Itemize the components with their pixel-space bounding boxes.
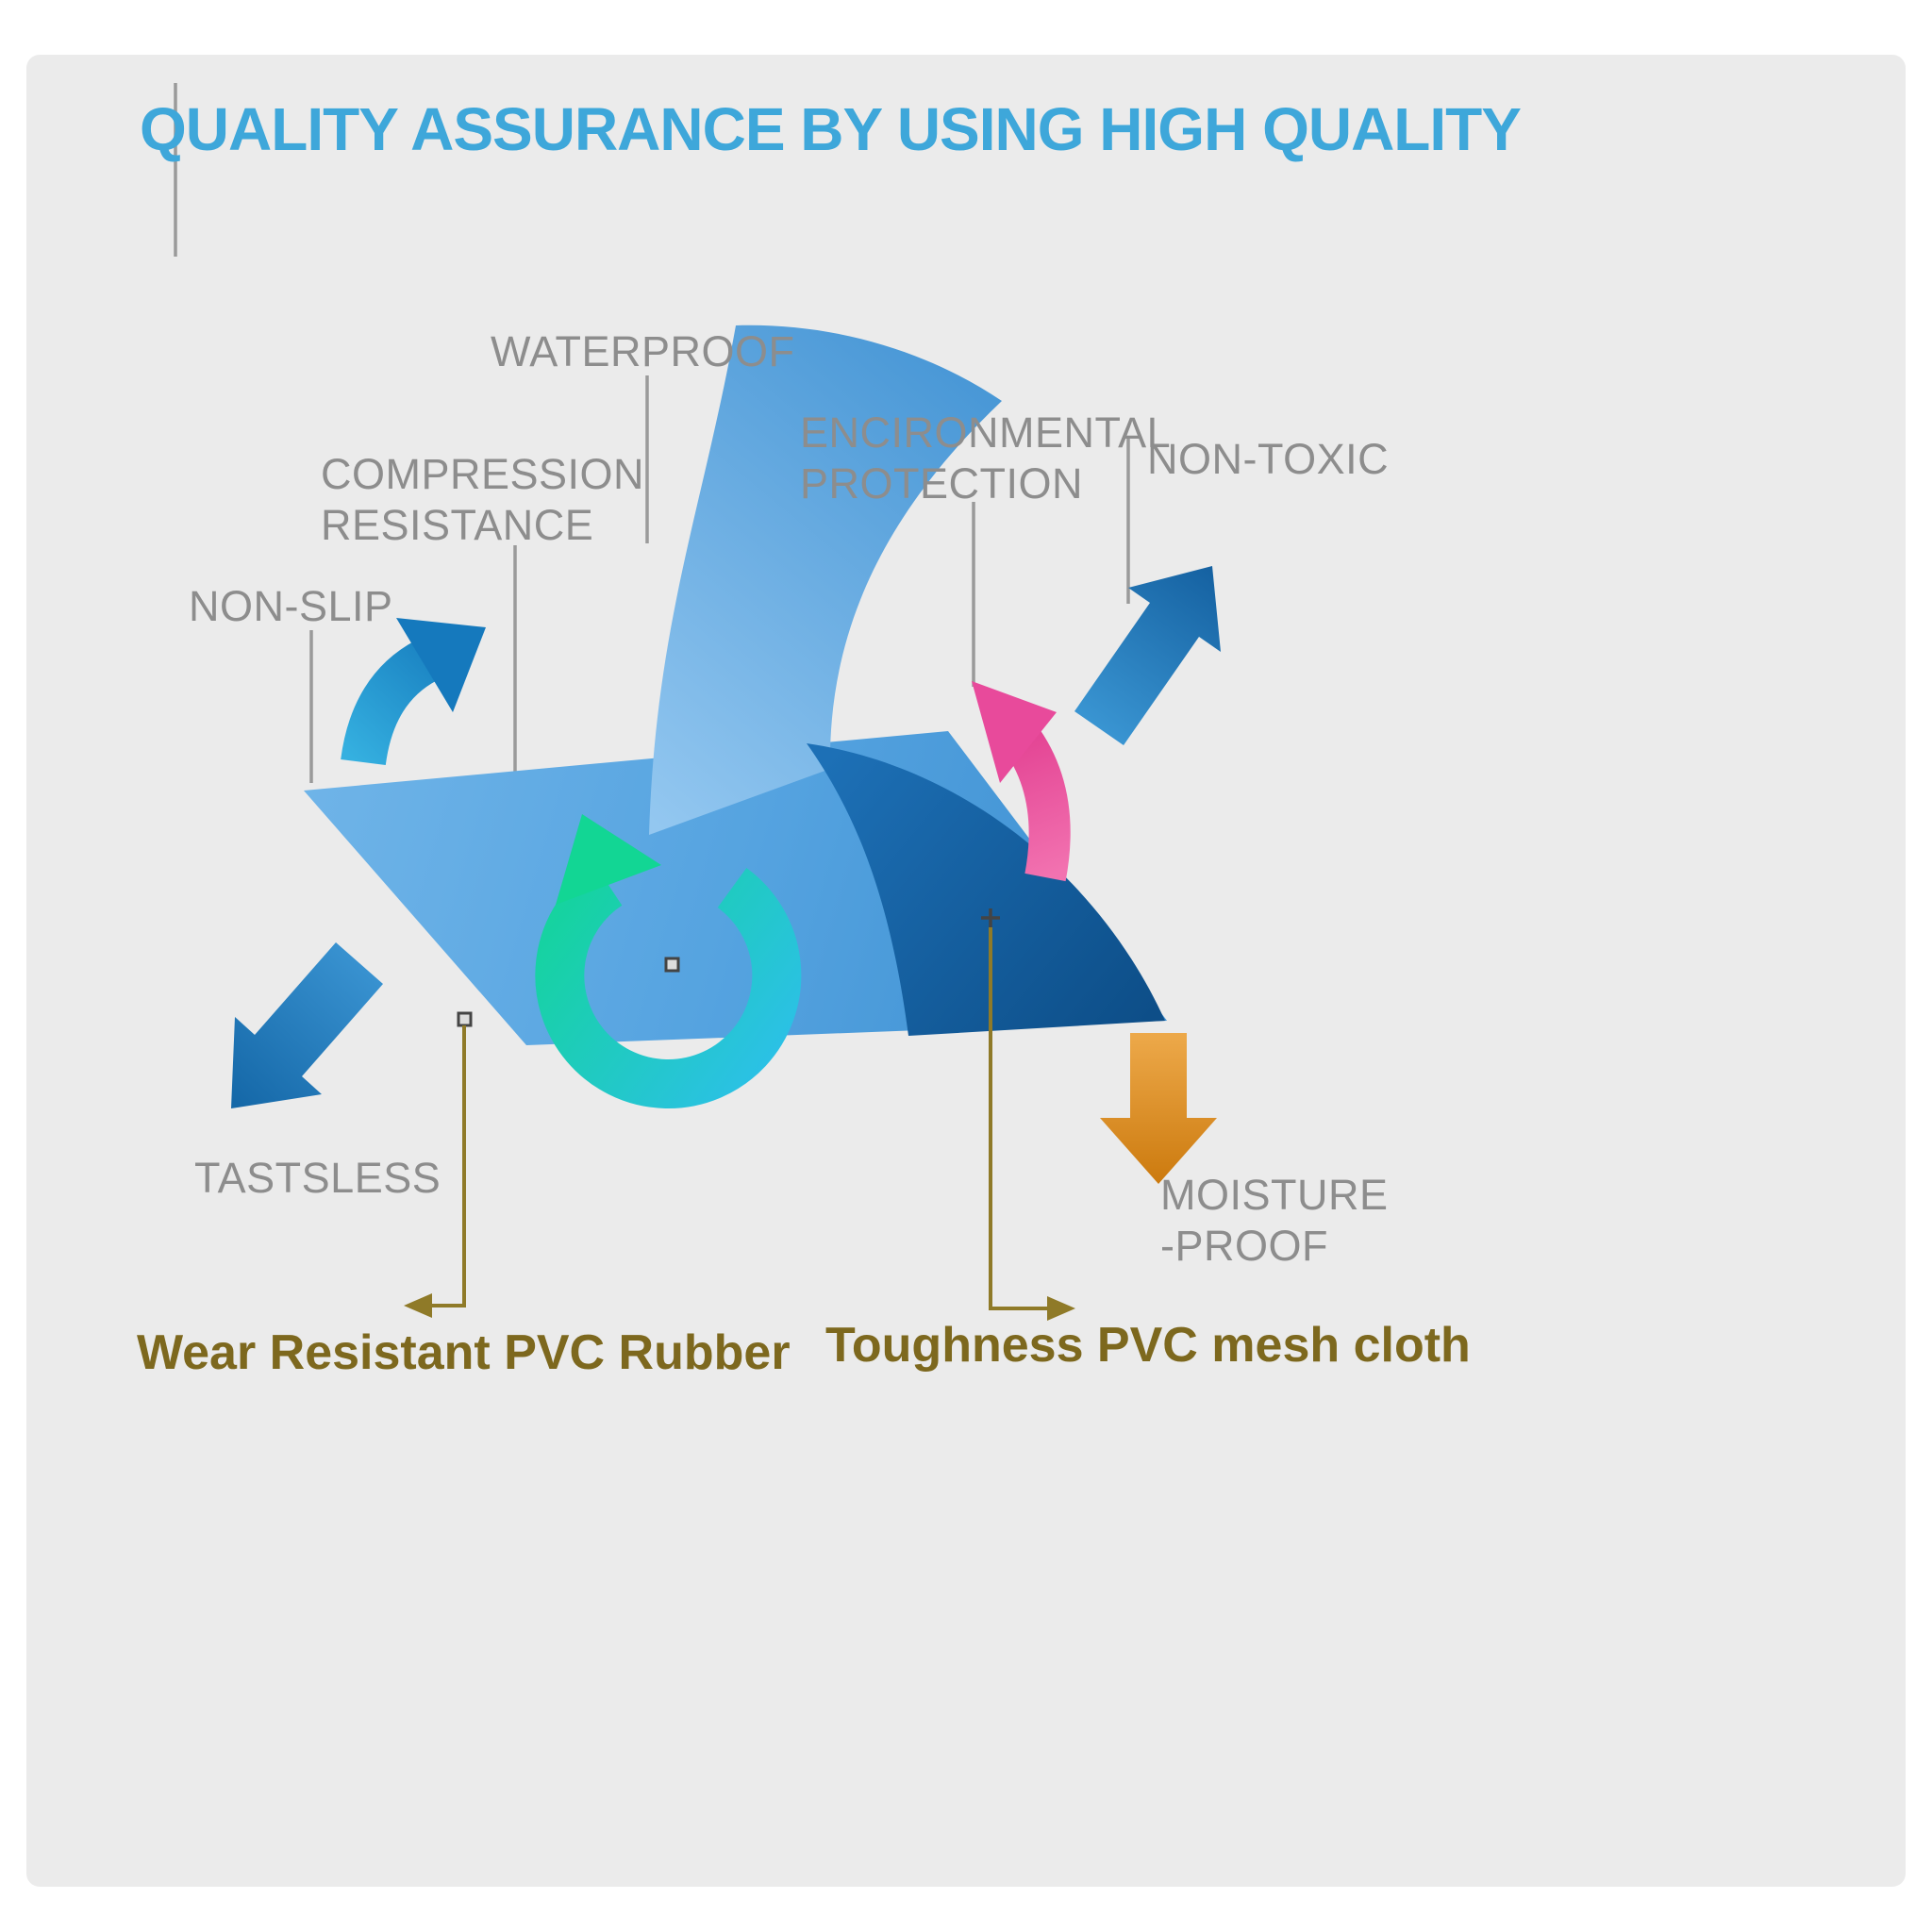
moisture-arrow <box>1100 1033 1217 1184</box>
label-non-toxic-text: NON-TOXIC <box>1147 435 1390 483</box>
label-waterproof: WATERPROOF <box>491 326 794 377</box>
feature-leader-lines <box>174 83 1130 789</box>
label-compression-resistance: COMPRESSION RESISTANCE <box>321 449 644 551</box>
non-toxic-arrow <box>1074 566 1221 745</box>
page-title: QUALITY ASSURANCE BY USING HIGH QUALITY <box>140 95 1522 163</box>
label-compression-line2: RESISTANCE <box>321 501 594 549</box>
leader-line-left <box>404 1025 466 1318</box>
label-non-slip: NON-SLIP <box>189 581 393 632</box>
mat-underside-graphic <box>807 743 1165 1036</box>
label-environmental-line2: PROTECTION <box>800 459 1084 508</box>
label-non-slip-text: NON-SLIP <box>189 582 393 630</box>
label-environmental-protection: ENCIRONMENTAL PROTECTION <box>800 408 1171 509</box>
rotation-arrow <box>535 814 802 1108</box>
marker-square-center <box>664 957 680 973</box>
label-moisture-proof: MOISTURE -PROOF <box>1160 1170 1389 1272</box>
label-compression-line1: COMPRESSION <box>321 450 645 498</box>
callout-wear-resistant: Wear Resistant PVC Rubber <box>137 1325 791 1380</box>
sheet-curl-graphic <box>649 325 1002 835</box>
marker-square-left <box>457 1011 473 1027</box>
environmental-arrow <box>972 681 1071 882</box>
label-non-toxic: NON-TOXIC <box>1147 434 1389 485</box>
non-slip-arrow <box>341 618 486 766</box>
label-tastsless-text: TASTSLESS <box>194 1154 441 1202</box>
callout-toughness: Toughness PVC mesh cloth <box>825 1318 1471 1373</box>
label-environmental-line1: ENCIRONMENTAL <box>800 408 1172 457</box>
label-moisture-line1: MOISTURE <box>1160 1171 1389 1219</box>
marker-cross <box>981 908 1000 927</box>
leader-line-right <box>989 927 1075 1321</box>
label-waterproof-text: WATERPROOF <box>491 327 795 375</box>
callout-leader-lines <box>404 927 1075 1321</box>
label-tastsless: TASTSLESS <box>194 1153 441 1204</box>
label-moisture-line2: -PROOF <box>1160 1222 1328 1270</box>
tastsless-arrow <box>231 942 383 1108</box>
